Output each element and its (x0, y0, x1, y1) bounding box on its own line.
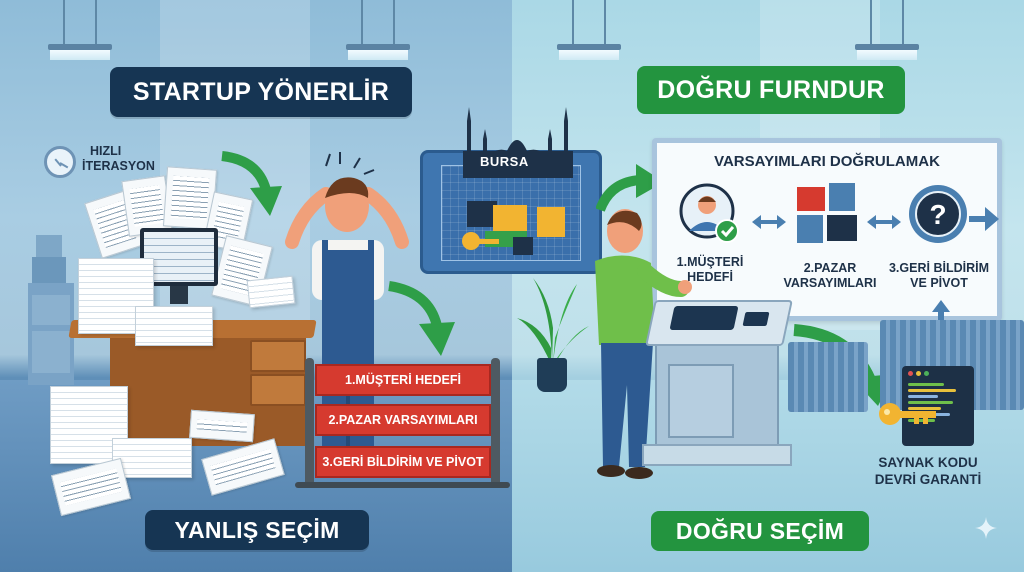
fence-board-3: 3.GERİ BİLDİRİM VE PİVOT (315, 446, 491, 478)
document-paper (189, 409, 255, 443)
step-line: 2.PAZAR (803, 261, 857, 275)
green-arrow-icon (596, 164, 664, 212)
mosque-silhouette-icon (463, 107, 573, 178)
step-feedback-pivot: 3.GERİ BİLDİRİM VE PİVOT (881, 261, 997, 291)
puzzle-blueprint-icon (462, 201, 565, 255)
sparkle-icon (975, 517, 997, 539)
ceiling-lamp (557, 0, 621, 60)
caption-line: DEVRİ GARANTİ (874, 472, 982, 487)
double-arrow-icon (752, 215, 786, 229)
ceiling-lamp (855, 0, 919, 60)
double-arrow-icon (867, 215, 901, 229)
right-choice-label: DOĞRU SEÇİM (651, 511, 869, 551)
badge-line1: HIZLI (90, 144, 122, 158)
header-startup-label: STARTUP YÖNERLİR (110, 67, 412, 117)
ceiling-lamp (346, 0, 410, 60)
step-line: VE PİVOT (910, 276, 968, 290)
bursa-blueprint (420, 150, 602, 274)
confident-man-figure (595, 209, 692, 479)
green-arrow-icon (388, 281, 455, 356)
source-code-window (902, 366, 974, 446)
step-line: 3.GERİ BİLDİRİM (888, 261, 989, 275)
key-icon (879, 403, 936, 425)
bursa-label: BURSA (480, 154, 529, 169)
fence-board-1: 1.MÜŞTERİ HEDEFİ (315, 364, 491, 396)
step-market-assumptions: 2.PAZAR VARSAYIMLARI (775, 261, 885, 291)
badge-line2: İTERASYON (82, 159, 155, 173)
green-arrow-icon (221, 151, 282, 216)
step-line: HEDEFİ (687, 270, 733, 284)
clock-icon (44, 146, 76, 178)
potted-plant-icon (517, 278, 589, 364)
desk-drawer (250, 340, 306, 372)
question-gear-icon: ? (909, 185, 967, 243)
kiosk-door (668, 364, 734, 438)
kiosk-screen (669, 306, 739, 330)
board-title: VARSAYIMLARI DOĞRULAMAK (714, 153, 940, 170)
fast-iteration-badge: HIZLI İTERASYON (82, 144, 155, 174)
puzzle-icon (797, 183, 857, 243)
kiosk-panel (742, 312, 770, 326)
desk-drawer (250, 374, 306, 406)
water-cooler-icon (28, 235, 74, 385)
obstacle-fence: 1.MÜŞTERİ HEDEFİ 2.PAZAR VARSAYIMLARI 3.… (295, 358, 510, 488)
step-customer-target: 1.MÜŞTERİ HEDEFİ (665, 255, 755, 285)
plant-pot (537, 358, 567, 392)
ceiling-lamp (48, 0, 112, 60)
fence-board-2: 2.PAZAR VARSAYIMLARI (315, 404, 491, 436)
header-correct-label: DOĞRU FURNDUR (637, 66, 905, 114)
radiator (788, 342, 868, 412)
fence-post (491, 358, 500, 486)
monitor-stand (170, 286, 188, 304)
paper-stack (112, 438, 192, 478)
caption-line: SAYNAK KODU (878, 455, 978, 470)
fence-post (305, 358, 314, 486)
step-line: 1.MÜŞTERİ (676, 255, 744, 269)
paper-stack (135, 306, 213, 346)
source-code-guarantee-caption: SAYNAK KODU DEVRİ GARANTİ (868, 454, 988, 488)
wrong-choice-label: YANLIŞ SEÇİM (145, 510, 369, 550)
svg-text:?: ? (929, 199, 946, 230)
kiosk-base (642, 444, 792, 466)
step-line: VARSAYIMLARI (783, 276, 877, 290)
fence-base (295, 482, 510, 488)
right-arrow-icon (969, 207, 999, 231)
validation-board: VARSAYIMLARI DOĞRULAMAK ? (652, 138, 1002, 321)
customer-check-icon (679, 183, 739, 243)
